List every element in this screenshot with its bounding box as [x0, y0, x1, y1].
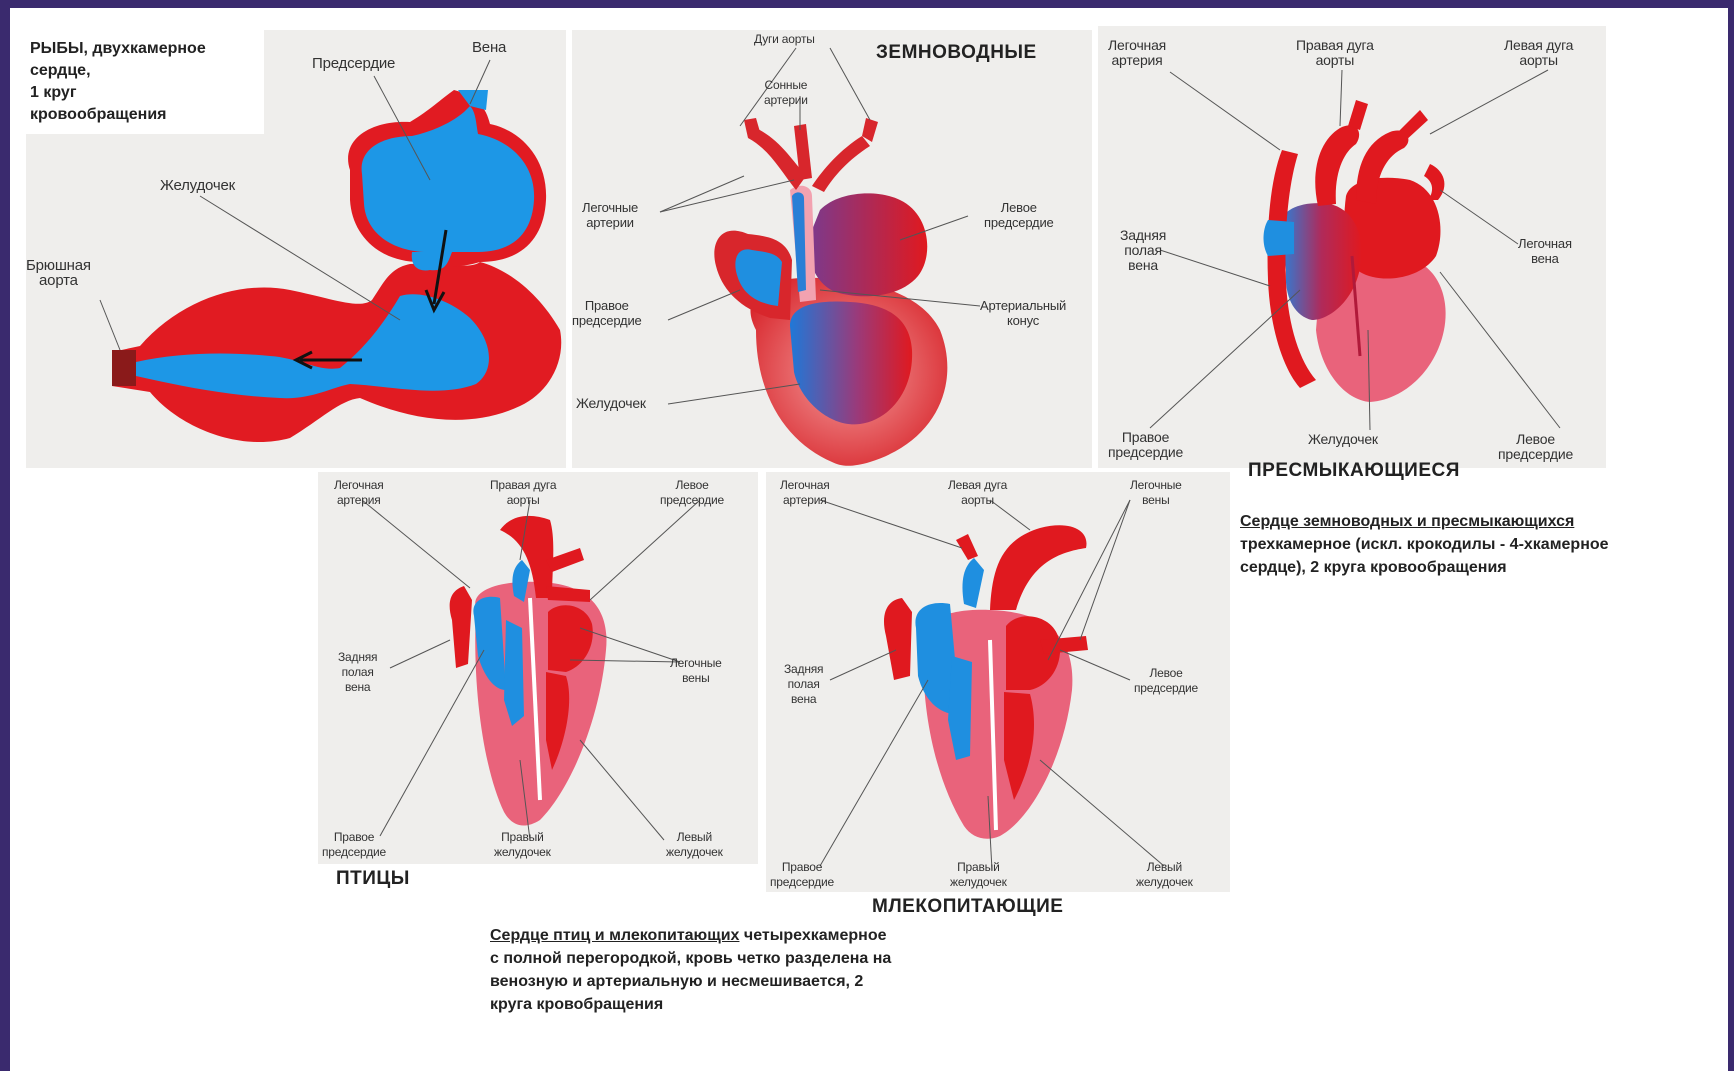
mammal-pulmonary-artery-label: Легочная артерия	[780, 478, 830, 508]
caption-birds-line2: с полной перегородкой, кровь четко разде…	[490, 947, 891, 970]
fish-vein-label: Вена	[472, 40, 506, 55]
mammal-vena-cava-label: Задняя полая вена	[784, 662, 823, 707]
caption-reptiles-line1: Сердце земноводных и пресмыкающихся	[1240, 510, 1609, 533]
fish-title-line1: РЫБЫ, двухкамерное	[30, 38, 206, 60]
bird-right-atrium-label: Правое предсердие	[322, 830, 386, 860]
amph-pulmonary-arteries-label: Легочные артерии	[582, 200, 638, 230]
rept-vena-cava-label: Задняя полая вена	[1120, 228, 1166, 273]
mammal-right-ventricle-label: Правый желудочек	[950, 860, 1007, 890]
mammal-left-aortic-arch-label: Левая дуга аорты	[948, 478, 1007, 508]
amph-ventricle-label: Желудочек	[576, 396, 646, 411]
caption-birds-line4: круга кровобращения	[490, 993, 891, 1016]
fish-ventricle-label: Желудочек	[160, 178, 235, 193]
mammal-aortic-arch	[990, 525, 1087, 610]
bird-pulmonary-veins-label: Легочные вены	[670, 656, 722, 686]
fish-aorta-label: Брюшная аорта	[26, 258, 91, 288]
caption-birds-line1-underlined: Сердце птиц и млекопитающих	[490, 927, 739, 944]
rept-ventricle-label: Желудочек	[1308, 432, 1378, 447]
rept-pulmonary-vein-label: Легочная вена	[1518, 236, 1572, 266]
mammal-vena-cava	[884, 598, 912, 680]
amph-conus-label: Артериальный конус	[980, 298, 1066, 328]
fish-title-line3: 1 круг	[30, 82, 206, 104]
rept-pulmonary-artery-label: Легочная артерия	[1108, 38, 1166, 68]
bird-pulmonary-artery-label: Легочная артерия	[334, 478, 384, 508]
bird-right-ventricle-label: Правый желудочек	[494, 830, 551, 860]
mammal-left-atrium-label: Левое предсердие	[1134, 666, 1198, 696]
amph-carotid-label: Сонные артерии	[764, 78, 808, 108]
mammals-title: МЛЕКОПИТАЮЩИЕ	[872, 896, 1063, 918]
caption-reptiles-line3: сердце), 2 круга кровообращения	[1240, 556, 1609, 579]
amph-right-atrium-label: Правое предсердие	[572, 298, 642, 328]
fish-title-line4: кровообращения	[30, 104, 206, 126]
caption-birds-line1-rest: четырехкамерное	[739, 927, 886, 944]
bird-left-ventricle-label: Левый желудочек	[666, 830, 723, 860]
amph-left-atrium-label: Левое предсердие	[984, 200, 1054, 230]
fish-atrium-label: Предсердие	[312, 56, 395, 71]
bird-left-atrium-label: Левое предсердие	[660, 478, 724, 508]
rept-left-aortic-arch-label: Левая дуга аорты	[1504, 38, 1573, 68]
caption-reptiles-line2: трехкамерное (искл. крокодилы - 4-хкамер…	[1240, 533, 1609, 556]
rept-right-aortic-arch-label: Правая дуга аорты	[1296, 38, 1374, 68]
caption-reptiles: Сердце земноводных и пресмыкающихся трех…	[1240, 510, 1609, 579]
rept-right-atrium-label: Правое предсердие	[1108, 430, 1183, 460]
caption-birds-line1: Сердце птиц и млекопитающих четырехкамер…	[490, 924, 891, 947]
fish-title: РЫБЫ, двухкамерное сердце, 1 круг кровоо…	[30, 38, 206, 126]
caption-birds-line3: венозную и артериальную и несмешивается,…	[490, 970, 891, 993]
rept-left-atrium-label: Левое предсердие	[1498, 432, 1573, 462]
birds-title: ПТИЦЫ	[336, 868, 410, 890]
caption-birds-mammals: Сердце птиц и млекопитающих четырехкамер…	[490, 924, 891, 1016]
fish-title-line2: сердце,	[30, 60, 206, 82]
mammal-right-atrium-label: Правое предсердие	[770, 860, 834, 890]
mammal-pulmonary-artery	[962, 558, 984, 608]
reptiles-title: ПРЕСМЫКАЮЩИЕСЯ	[1248, 460, 1460, 482]
mammal-left-ventricle-label: Левый желудочек	[1136, 860, 1193, 890]
amphibians-title: ЗЕМНОВОДНЫЕ	[876, 42, 1037, 64]
amph-aortic-arches-label: Дуги аорты	[754, 32, 815, 47]
mammal-pulmonary-veins-label: Легочные вены	[1130, 478, 1182, 508]
bird-vena-cava-label: Задняя полая вена	[338, 650, 377, 695]
bird-right-aortic-arch-label: Правая дуга аорты	[490, 478, 556, 508]
